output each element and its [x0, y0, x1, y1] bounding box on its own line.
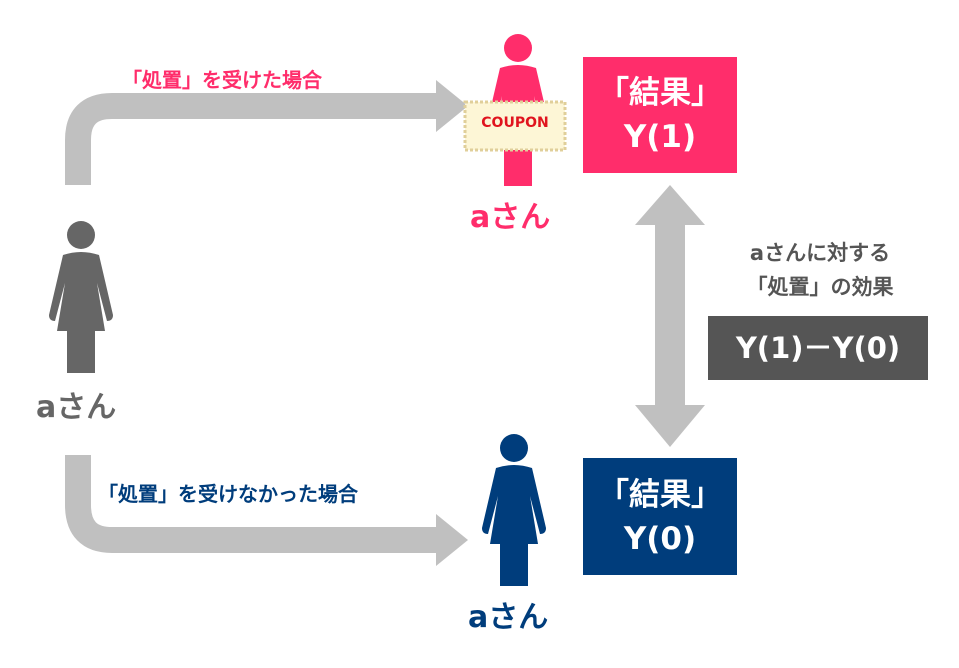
- comparison-double-arrow: [635, 185, 705, 447]
- person-name-left: aさん: [36, 390, 117, 425]
- treated-label: 「処置」を受けた場合: [122, 68, 322, 92]
- untreated-path-arrow: [65, 455, 440, 553]
- person-icon-gray: [49, 221, 113, 373]
- result-treated-value: Y(1): [623, 119, 697, 155]
- person-name-untreated: aさん: [468, 600, 549, 635]
- result-untreated-title: 「結果」: [598, 476, 722, 513]
- result-treated-box: 「結果」 Y(1): [583, 57, 737, 173]
- effect-formula: Y(1)－Y(0): [735, 331, 901, 365]
- coupon-label: COUPON: [481, 115, 549, 131]
- treated-path-arrow: [65, 93, 440, 185]
- person-name-treated: aさん: [470, 200, 551, 235]
- result-untreated-box: 「結果」 Y(0): [583, 458, 737, 575]
- effect-caption: aさんに対する 「処置」の効果: [715, 236, 925, 304]
- effect-line2: 「処置」の効果: [746, 275, 894, 299]
- untreated-arrow-head: [436, 514, 468, 566]
- treated-arrow-head: [436, 80, 468, 132]
- untreated-label: 「処置」を受けなかった場合: [98, 482, 358, 506]
- person-icon-blue: [482, 434, 546, 586]
- result-untreated-value: Y(0): [623, 520, 697, 557]
- effect-formula-box: Y(1)－Y(0): [708, 316, 928, 380]
- result-treated-title: 「結果」: [598, 75, 722, 111]
- coupon-icon: [463, 100, 567, 152]
- effect-line1: aさんに対する: [749, 241, 891, 265]
